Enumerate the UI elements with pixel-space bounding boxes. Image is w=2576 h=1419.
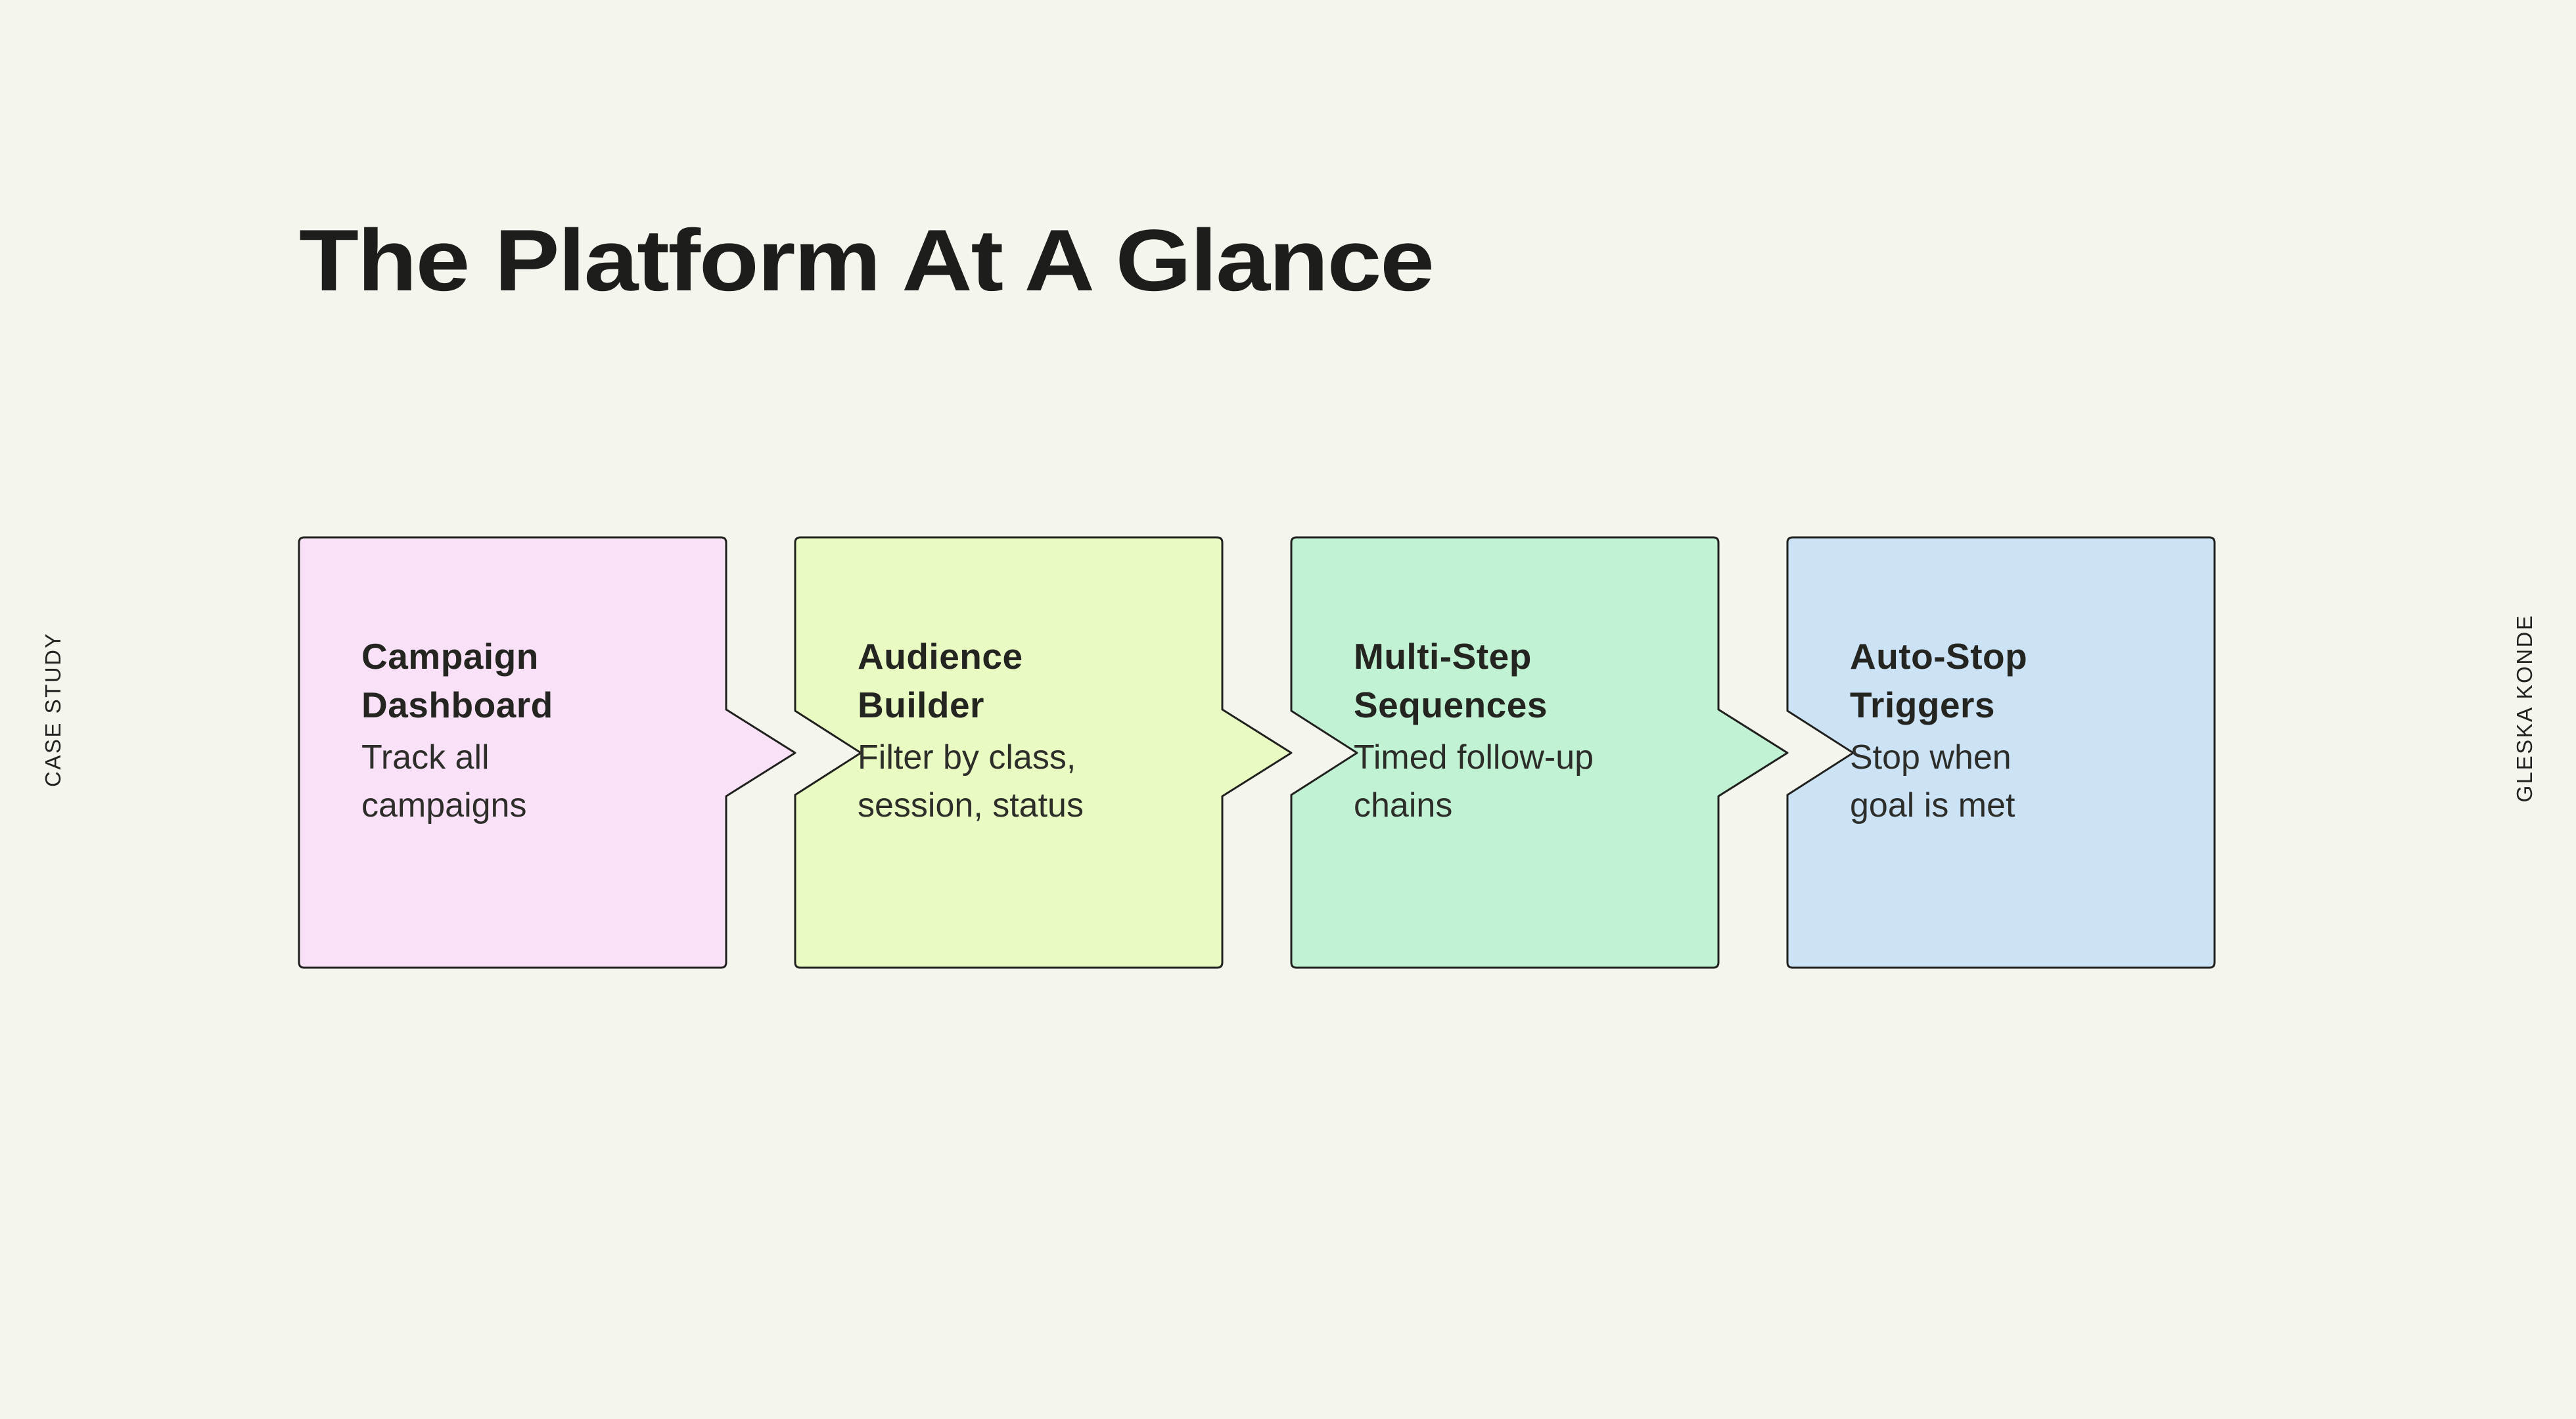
card-shape-path-with-right-arrow	[298, 536, 796, 969]
page-title: The Platform At A Glance	[299, 212, 1435, 310]
card-title: Campaign Dashboard	[361, 636, 553, 725]
card-title: Auto-Stop Triggers	[1850, 636, 2028, 725]
card-shape	[1290, 536, 1789, 969]
card-text: Multi-Step Sequences Timed follow-up cha…	[1354, 632, 1678, 830]
flow-card-multi-step-sequences: Multi-Step Sequences Timed follow-up cha…	[1290, 536, 1789, 969]
flow-card-campaign-dashboard: Campaign Dashboard Track all campaigns	[298, 536, 796, 969]
card-title: Multi-Step Sequences	[1354, 636, 1548, 725]
card-text: Auto-Stop Triggers Stop when goal is met	[1850, 632, 2174, 830]
side-label-case-study: CASE STUDY	[41, 632, 65, 787]
card-shape-path-with-notch	[1786, 536, 2216, 969]
flow-card-auto-stop-triggers: Auto-Stop Triggers Stop when goal is met	[1786, 536, 2216, 969]
card-shape-path-with-notch-and-arrow	[1290, 536, 1789, 969]
card-shape	[298, 536, 796, 969]
flow-card-audience-builder: Audience Builder Filter by class, sessio…	[794, 536, 1293, 969]
card-text: Audience Builder Filter by class, sessio…	[858, 632, 1182, 830]
side-label-author: GLESKA KONDE	[2512, 614, 2537, 803]
card-body: Stop when goal is met	[1850, 738, 2015, 824]
card-body: Track all campaigns	[361, 738, 527, 824]
card-shape	[1786, 536, 2216, 969]
card-body: Timed follow-up chains	[1354, 738, 1594, 824]
card-title: Audience Builder	[858, 636, 1023, 725]
card-text: Campaign Dashboard Track all campaigns	[361, 632, 685, 830]
card-shape	[794, 536, 1293, 969]
card-shape-path-with-notch-and-arrow	[794, 536, 1293, 969]
card-body: Filter by class, session, status	[858, 738, 1084, 824]
